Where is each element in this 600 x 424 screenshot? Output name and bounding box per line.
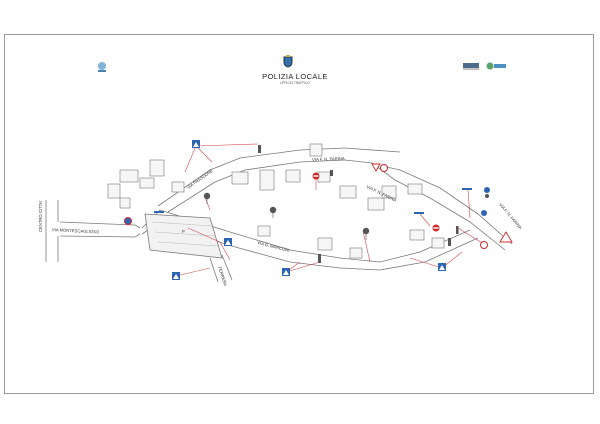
municipal-crest-icon (283, 55, 293, 68)
no-entry-sign-icon (432, 224, 440, 232)
no-parking-sign-icon (480, 241, 488, 249)
parking-label: P (182, 229, 185, 234)
parking-lot (144, 213, 223, 259)
street-plates (154, 188, 472, 214)
no-entry-sign-icon (312, 172, 320, 180)
city-logo-icon (98, 62, 106, 72)
pedestrian-crossing-sign-icon (438, 263, 446, 271)
give-way-sign-icon (371, 163, 381, 172)
pedestrian-crossing-sign-icon (192, 140, 200, 148)
mobility-logo-icon (486, 62, 506, 70)
warning-sign-icon (499, 231, 513, 243)
direction-sign-icon (269, 206, 277, 218)
direction-sign-icon (203, 192, 211, 204)
pedestrian-crossing-sign-icon (224, 238, 232, 246)
road-network (45, 147, 513, 283)
buildings (107, 143, 445, 259)
partner-logo-icon (463, 63, 479, 70)
street-label-centro-citta: CENTRO CITTA' (38, 200, 43, 232)
crosswalks (258, 145, 459, 263)
no-parking-sign-icon (124, 217, 132, 225)
direction-sign-icon (362, 227, 370, 240)
pedestrian-crossing-sign-icon (172, 272, 180, 280)
map-sheet (4, 34, 594, 394)
page-title: POLIZIA LOCALE (262, 72, 328, 81)
direction-sign-icon (484, 187, 490, 198)
direction-sign-icon (481, 210, 487, 216)
no-parking-sign-icon (380, 164, 388, 172)
pedestrian-crossing-sign-icon (282, 268, 290, 276)
page-subtitle: UFFICIO TRAFFICO (280, 81, 310, 85)
